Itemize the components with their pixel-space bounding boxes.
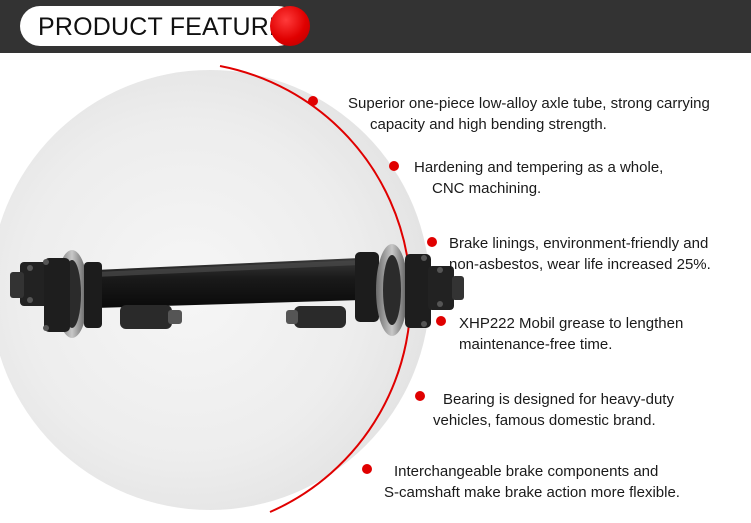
feature-item: Superior one-piece low-alloy axle tube, … [348, 93, 710, 135]
feature-line: Hardening and tempering as a whole, [414, 159, 664, 176]
feature-line: S-camshaft make brake action more flexib… [384, 484, 680, 501]
feature-item: Hardening and tempering as a whole, CNC … [414, 157, 663, 199]
feature-item: Brake linings, environment-friendly and … [449, 233, 711, 275]
feature-dot [389, 161, 399, 171]
feature-item: Bearing is designed for heavy-duty vehic… [433, 389, 674, 431]
axle-image [10, 244, 464, 338]
page-title: PRODUCT FEATURES [38, 13, 303, 41]
feature-line: vehicles, famous domestic brand. [433, 412, 656, 429]
feature-line: Interchangeable brake components and [394, 463, 659, 480]
feature-line: CNC machining. [432, 180, 542, 197]
feature-line: maintenance-free time. [459, 336, 613, 353]
feature-line: Bearing is designed for heavy-duty [443, 391, 674, 408]
feature-dot [308, 96, 318, 106]
feature-line: capacity and high bending strength. [370, 116, 607, 133]
feature-item: Interchangeable brake components and S-c… [384, 461, 680, 503]
feature-dot [436, 316, 446, 326]
header-title-pill [20, 6, 298, 46]
feature-line: non-asbestos, wear life increased 25%. [449, 256, 711, 273]
feature-dot [427, 237, 437, 247]
header-red-dot [270, 6, 310, 46]
feature-line: XHP222 Mobil grease to lengthen [459, 315, 684, 332]
feature-dot [362, 464, 372, 474]
feature-item: XHP222 Mobil grease to lengthen maintena… [459, 313, 683, 355]
feature-line: Brake linings, environment-friendly and [449, 235, 709, 252]
feature-dot [415, 391, 425, 401]
feature-line: Superior one-piece low-alloy axle tube, … [348, 95, 710, 112]
